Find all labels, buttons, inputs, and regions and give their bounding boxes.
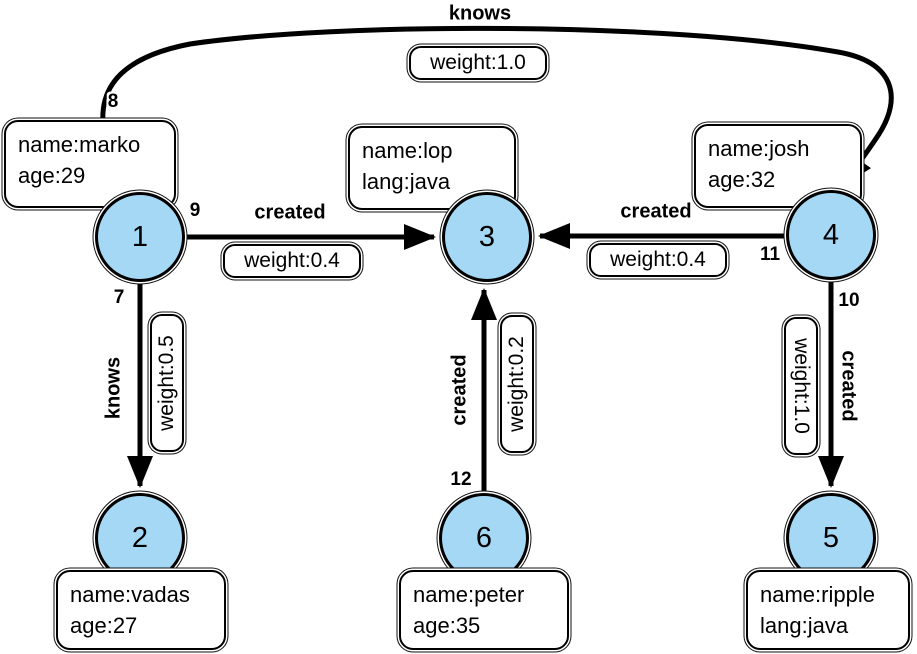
node-3-properties-box: name:lop lang:java (348, 126, 516, 210)
node-6-properties-box: name:peter age:35 (399, 570, 569, 650)
edge-8-id: 8 (107, 91, 119, 112)
node-2-id: 2 (131, 521, 149, 554)
edge-10-weight-box: weight:1.0 (784, 317, 818, 455)
node-5-properties-box: name:ripple lang:java (746, 570, 910, 650)
edge-11-weight-box: weight:0.4 (589, 243, 727, 277)
edge-9-weight-box: weight:0.4 (223, 244, 361, 278)
node-1-property: name:marko (18, 132, 141, 157)
node-1-circle: 1 (95, 192, 185, 282)
edge-9-id: 9 (189, 200, 201, 221)
edge-12-label: created (448, 354, 471, 426)
node-4-property: age:32 (708, 167, 776, 192)
node-5-property: lang:java (760, 613, 849, 638)
node-6-property: name:peter (413, 582, 525, 607)
edge-8-label: knows (448, 2, 512, 25)
node-1-property: age:29 (18, 163, 86, 188)
edge-11-label: created (620, 200, 692, 223)
node-5-id: 5 (822, 521, 840, 554)
node-5-property: name:ripple (760, 582, 875, 607)
node-3-id: 3 (478, 220, 496, 253)
edge-12-id: 12 (450, 469, 472, 490)
node-6-id: 6 (475, 521, 493, 554)
node-2-property: name:vadas (70, 582, 190, 607)
edge-8-weight-box: weight:1.0 (409, 46, 547, 80)
node-1-id: 1 (131, 220, 149, 253)
edge-10-id: 10 (838, 290, 860, 311)
node-3-property: name:lop (362, 138, 453, 163)
edge-7-weight-box: weight:0.5 (150, 314, 184, 452)
node-4-property: name:josh (708, 136, 810, 161)
edge-8-knows-arc (100, 25, 894, 199)
edge-7-id: 7 (113, 287, 125, 308)
node-4-circle: 4 (786, 190, 876, 280)
edge-9-label: created (254, 201, 326, 224)
node-3-property: lang:java (362, 169, 451, 194)
node-6-property: age:35 (413, 613, 481, 638)
node-3-circle: 3 (442, 192, 532, 282)
edge-10-label: created (837, 350, 860, 422)
node-2-properties-box: name:vadas age:27 (56, 570, 226, 650)
edge-12-weight-box: weight:0.2 (500, 315, 534, 453)
node-2-property: age:27 (70, 613, 138, 638)
node-4-id: 4 (822, 218, 840, 251)
node-5-circle: 5 (786, 493, 876, 583)
edge-11-id: 11 (759, 244, 781, 265)
edge-7-label: knows (102, 356, 125, 420)
